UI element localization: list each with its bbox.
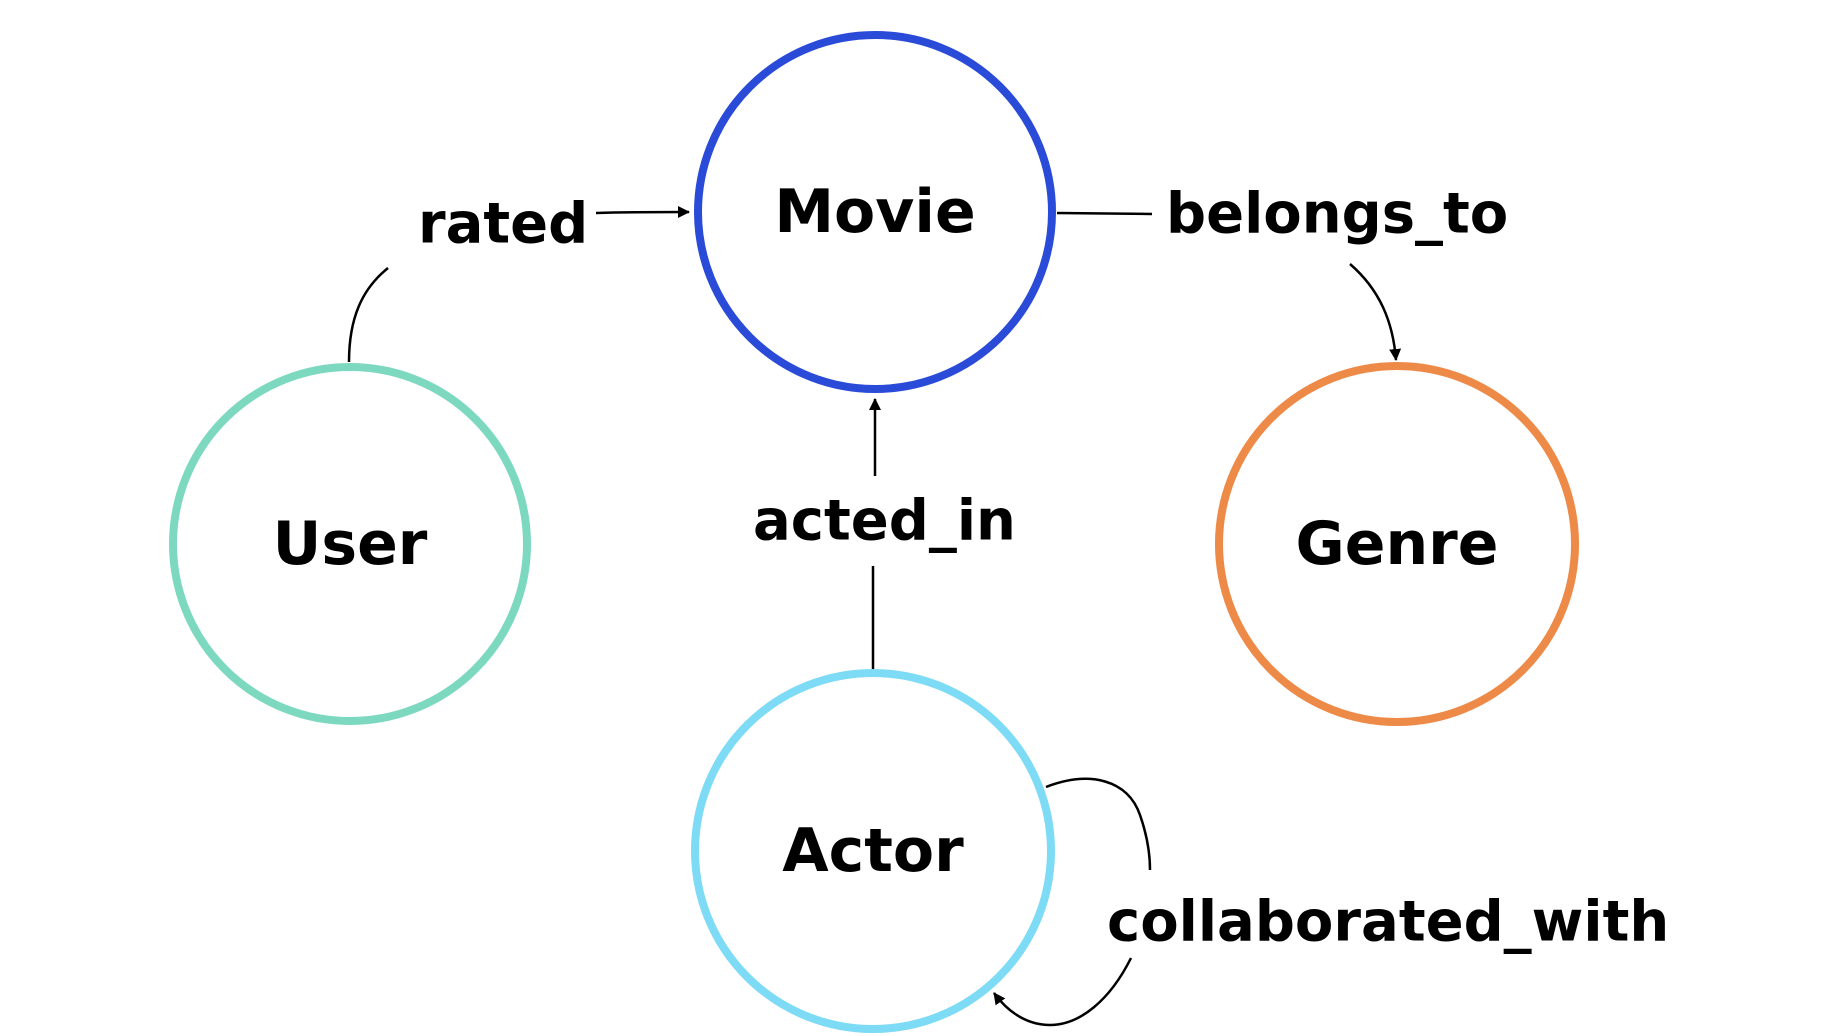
edge-belongs-to: belongs_to <box>1056 182 1508 361</box>
node-user[interactable]: User <box>169 363 531 725</box>
edge-label-rated: rated <box>418 192 588 257</box>
node-genre-label: Genre <box>1296 509 1499 579</box>
node-genre[interactable]: Genre <box>1215 362 1579 726</box>
edge-label-collaborated-with: collaborated_with <box>1107 890 1669 955</box>
node-actor-circle <box>691 669 1055 1033</box>
edge-collaborated-with: collaborated_with <box>992 777 1669 1027</box>
node-genre-circle <box>1215 362 1579 726</box>
edge-label-acted-in: acted_in <box>753 489 1016 554</box>
edge-rated: rated <box>347 192 690 363</box>
node-movie-label: Movie <box>774 177 975 247</box>
edge-belongs-to-line-left <box>1056 211 1153 216</box>
edge-collaborated-with-line-upper <box>1045 777 1152 871</box>
edge-rated-line-lower <box>347 267 389 363</box>
edge-acted-in: acted_in <box>753 398 1016 671</box>
node-actor[interactable]: Actor <box>691 669 1055 1033</box>
edge-label-belongs-to: belongs_to <box>1166 182 1508 247</box>
edge-rated-line-upper <box>595 206 690 219</box>
node-actor-label: Actor <box>782 816 964 886</box>
edge-collaborated-with-line-lower <box>992 957 1133 1027</box>
edge-belongs-to-line-right <box>1349 263 1402 361</box>
node-user-circle <box>169 363 531 725</box>
node-movie[interactable]: Movie <box>694 31 1056 393</box>
node-user-label: User <box>273 509 428 579</box>
node-movie-circle <box>694 31 1056 393</box>
